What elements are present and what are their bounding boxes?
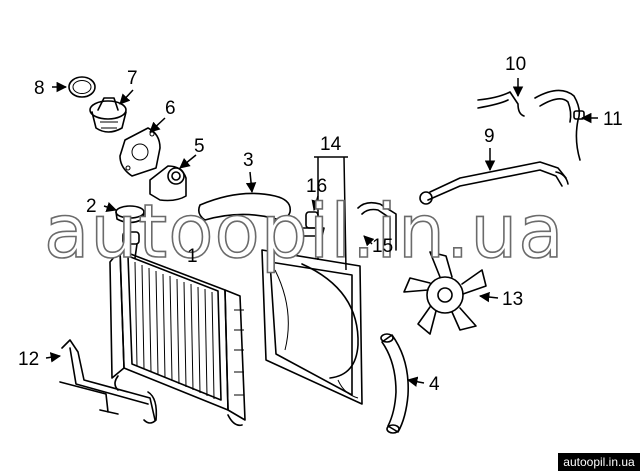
callout-2: 2 — [86, 196, 97, 217]
callout-11: 11 — [603, 109, 623, 130]
watermark-text: autoopil.in.ua — [44, 189, 565, 275]
callout-leaders — [45, 78, 598, 387]
callout-7: 7 — [127, 68, 138, 89]
lower-hose — [380, 333, 409, 434]
upper-hose — [198, 192, 292, 221]
o-ring — [68, 76, 96, 98]
bypass-hose — [534, 89, 585, 161]
cooling-fan — [403, 251, 487, 335]
radiator-cap — [115, 205, 145, 224]
small-hose — [477, 91, 525, 117]
callout-9: 9 — [484, 126, 495, 147]
fan-shroud — [261, 249, 363, 405]
thermostat-gasket — [119, 127, 161, 177]
water-outlet — [149, 165, 187, 202]
callout-labels: 8 7 6 5 3 2 1 14 16 15 10 11 9 13 4 12 — [18, 54, 623, 395]
lower-bracket — [59, 339, 158, 424]
callout-10: 10 — [505, 54, 526, 75]
callout-6: 6 — [165, 98, 176, 119]
callout-14: 14 — [320, 134, 342, 155]
callout-8: 8 — [34, 78, 45, 99]
callout-16: 16 — [306, 176, 327, 197]
callout-1: 1 — [187, 246, 198, 267]
cooler-line — [419, 161, 569, 205]
callout-5: 5 — [194, 136, 205, 157]
site-badge: autoopil.in.ua — [558, 453, 640, 471]
callout-13: 13 — [502, 289, 523, 310]
thermostat — [89, 97, 127, 133]
callout-12: 12 — [18, 349, 39, 370]
callout-3: 3 — [243, 150, 254, 171]
heater-tube — [357, 201, 397, 253]
callout-15: 15 — [372, 236, 393, 257]
callout-4: 4 — [429, 374, 440, 395]
